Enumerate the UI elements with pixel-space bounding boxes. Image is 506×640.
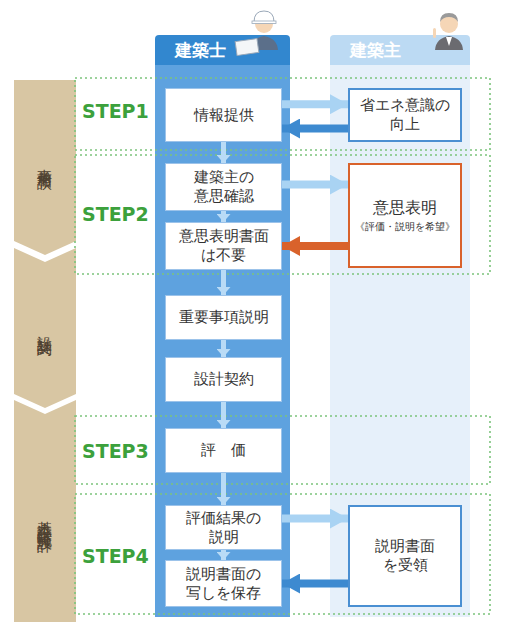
node-text: 意思表明 bbox=[373, 198, 437, 218]
step-label: STEP4 bbox=[82, 545, 149, 567]
phase-chevron: 基本設計・実施設計 bbox=[14, 400, 76, 622]
flow-arrow bbox=[221, 473, 226, 505]
node-text: 基本設計・実施設計 bbox=[36, 509, 55, 527]
lane-column: 建築士情報提供建築主の意思確認意思表明書面は不要重要事項説明設計契約評 価評価結… bbox=[155, 35, 290, 617]
step-label: STEP1 bbox=[82, 100, 149, 122]
process-box: 建築主の意思確認 bbox=[165, 163, 282, 211]
step-frame bbox=[75, 155, 490, 274]
node-text: 評 価 bbox=[201, 441, 246, 460]
lane-header: 建築士 bbox=[155, 35, 290, 65]
node-text: 意思表明書面は不要 bbox=[178, 227, 270, 265]
flow-arrow bbox=[282, 100, 348, 108]
step-frame bbox=[75, 416, 490, 484]
node-text: 重要事項説明 bbox=[179, 308, 269, 327]
node-text: 情報提供 bbox=[194, 106, 254, 125]
process-box: 意思表明書面は不要 bbox=[165, 222, 282, 270]
flow-arrow bbox=[282, 181, 348, 189]
flow-arrow bbox=[282, 515, 348, 523]
node-text: 《評価・説明を希望》 bbox=[355, 221, 455, 234]
node-text: 省エネ意識の向上 bbox=[359, 96, 451, 134]
flow-arrow bbox=[282, 125, 348, 133]
chevron-shape bbox=[14, 248, 76, 408]
flow-arrow bbox=[282, 242, 348, 250]
flow-arrow bbox=[221, 550, 226, 560]
chevron-shape bbox=[14, 80, 76, 255]
node-text: 設計契約 bbox=[36, 324, 55, 332]
chevron-shape bbox=[14, 400, 76, 622]
flow-arrow bbox=[221, 270, 226, 295]
flow-arrow bbox=[221, 142, 226, 163]
flow-arrow bbox=[221, 402, 226, 428]
phase-chevron: 設計契約 bbox=[14, 248, 76, 408]
architect-figure bbox=[235, 11, 278, 55]
lane-title: 建築主 bbox=[350, 39, 401, 62]
client-box: 省エネ意識の向上 bbox=[348, 88, 462, 142]
node-text: 設計契約 bbox=[194, 370, 254, 389]
flow-arrow bbox=[221, 211, 226, 222]
process-box: 重要事項説明 bbox=[165, 295, 282, 340]
client-box: 説明書面を受領 bbox=[348, 505, 462, 607]
step-frame bbox=[75, 494, 490, 614]
flow-arrow bbox=[282, 580, 348, 588]
lane-title: 建築士 bbox=[175, 39, 226, 62]
process-box: 情報提供 bbox=[165, 88, 282, 142]
node-text: 評価結果の説明 bbox=[185, 509, 262, 547]
process-box: 評価結果の説明 bbox=[165, 505, 282, 550]
phase-chevron: 事前相談 bbox=[14, 80, 76, 255]
node-text: 説明書面の写しを保存 bbox=[185, 565, 262, 603]
lane-header: 建築主 bbox=[330, 35, 470, 65]
step-label: STEP3 bbox=[82, 440, 149, 462]
process-box: 説明書面の写しを保存 bbox=[165, 560, 282, 607]
node-text: 建築主の意思確認 bbox=[193, 168, 255, 206]
lane-column: 建築主省エネ意識の向上意思表明《評価・説明を希望》説明書面を受領 bbox=[330, 35, 470, 617]
process-box: 設計契約 bbox=[165, 357, 282, 402]
process-box: 評 価 bbox=[165, 428, 282, 473]
client-figure bbox=[433, 13, 463, 50]
node-text: 事前相談 bbox=[36, 157, 55, 165]
step-frame bbox=[75, 78, 490, 150]
client-box: 意思表明《評価・説明を希望》 bbox=[348, 163, 462, 268]
step-label: STEP2 bbox=[82, 203, 149, 225]
node-text: 説明書面を受領 bbox=[374, 537, 436, 575]
flow-arrow bbox=[221, 340, 226, 357]
